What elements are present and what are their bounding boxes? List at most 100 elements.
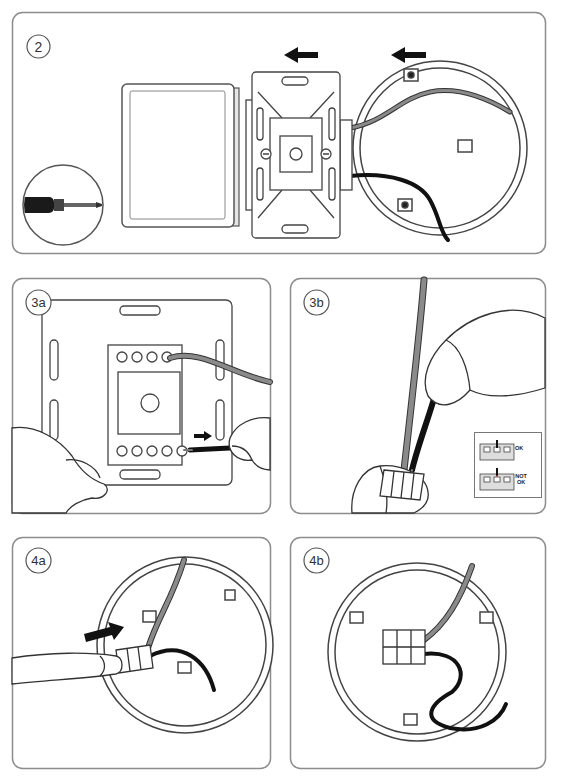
wire-connector [383,630,425,664]
switch-mechanism [120,306,160,315]
panel-frame [13,279,271,514]
screwdriver-inset [18,165,103,245]
hand [12,418,270,513]
switch-cover [130,91,225,219]
hand [425,310,545,405]
wire [350,91,510,128]
step-circle [27,35,50,58]
hand [352,310,545,513]
switch-mechanism [280,136,312,172]
step-label: 2 [35,40,43,54]
switch-mechanism [329,108,335,140]
screwdriver-inset [18,197,102,213]
switch-mechanism [258,92,334,218]
panel-frame [13,13,546,254]
switch-mechanism [270,118,322,190]
wall-box [353,61,527,235]
wall-box [328,563,506,741]
step-number: 2 [26,34,51,59]
connector-icon [496,468,498,476]
wire-connector [391,471,414,499]
wall-box [225,590,235,600]
direction-arrow [284,47,426,63]
switch-mechanism [263,153,329,154]
hand [66,460,100,478]
panel-frame [291,279,546,514]
switch-mechanism [246,72,352,238]
switch-mechanism [257,168,263,200]
hand [446,340,470,390]
switch-mechanism [329,168,335,200]
step-circle [26,290,51,315]
wall-box [404,714,417,725]
wire-connector [380,470,424,500]
step-number: 4a [25,547,52,574]
hand [229,418,270,470]
direction-arrow [84,622,124,642]
direction-arrow [84,622,124,642]
wire [148,560,184,648]
direction-arrow [391,47,426,63]
screwdriver-inset [18,197,54,213]
hand [12,427,107,513]
switch-mechanism [216,340,224,380]
wire [150,650,214,690]
switch-mechanism [50,340,58,380]
wire-connector [380,470,424,500]
inset-label: OK [509,446,529,452]
switch-mechanism [132,446,142,456]
connector-icon [484,447,490,452]
wire [424,566,506,729]
connector-icon [494,477,500,482]
switch-mechanism [147,446,157,456]
connector-icon [504,447,510,452]
wall-box [97,557,273,733]
switch-mechanism [117,352,127,362]
switch-mechanism [117,446,127,456]
switch-mechanism [282,225,308,233]
panel-frame [291,538,546,769]
step-number: 3a [25,289,52,316]
wall-box [104,564,266,726]
wire [424,566,472,640]
switch-mechanism [216,400,224,440]
switch-mechanism [340,120,352,190]
wall-box [350,612,363,623]
wall-box [143,611,156,622]
connector-icon [480,474,514,490]
wire [148,560,214,690]
switch-mechanism [120,470,160,479]
connector-icon [496,476,498,477]
wire [412,392,436,470]
wall-box [408,72,414,78]
wall-box [398,199,412,211]
wall-box [353,61,527,235]
step-label: 4a [31,554,45,567]
wire [350,91,510,240]
wall-box [458,140,472,152]
panel-frame [13,13,546,769]
step-circle [304,290,329,315]
wire [170,356,270,382]
switch-mechanism [50,400,58,440]
switch-mechanism [147,352,157,362]
wire-connector [127,647,141,671]
switch-mechanism [132,352,142,362]
wire [350,175,448,240]
step-label: 3a [31,296,45,309]
screwdriver-inset [64,203,96,207]
connector-icon [480,440,514,490]
switch-mechanism [257,108,263,140]
wire [424,654,506,730]
hand [352,466,428,513]
wall-box [335,570,499,734]
wall-box [178,662,191,673]
step-label: 4b [309,554,323,567]
switch-cover [122,84,234,227]
hand [232,446,252,460]
step-circle [26,548,51,573]
wall-box [404,69,418,81]
switch-mechanism [162,446,172,456]
